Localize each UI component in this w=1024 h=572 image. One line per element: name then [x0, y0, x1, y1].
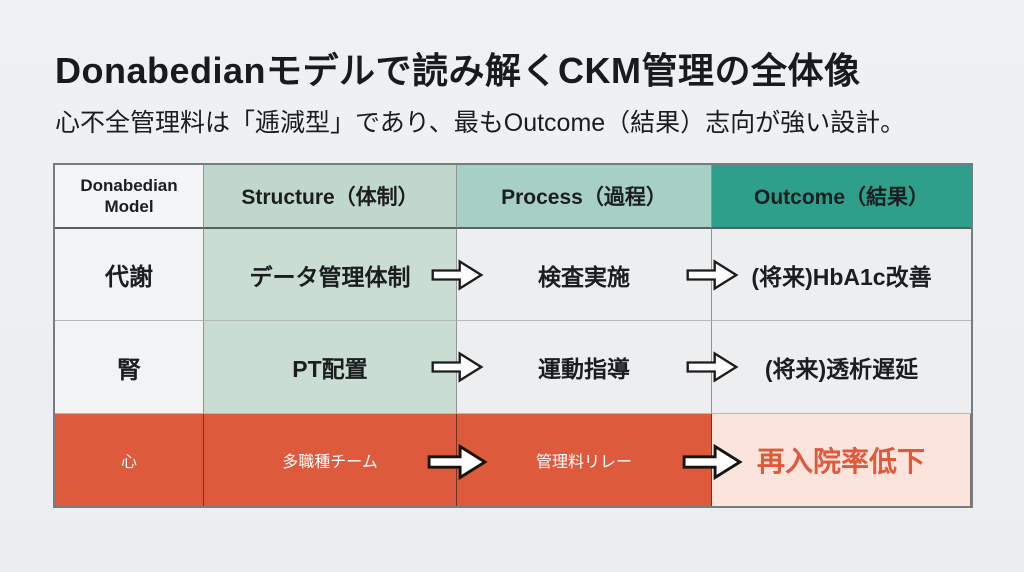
header-process: Process（過程） [457, 165, 712, 229]
row-kidney-outcome: (将来)透析遅延 [712, 321, 971, 414]
header-donabedian-line1: Donabedian [80, 175, 178, 195]
subtitle: 心不全管理料は「逓減型」であり、最もOutcome（結果）志向が強い設計。 [55, 109, 906, 137]
row-metabolism-process: 検査実施 [457, 229, 712, 321]
page-title: Donabedianモデルで読み解くCKM管理の全体像 [55, 50, 861, 91]
row-metabolism-structure: データ管理体制 [204, 229, 457, 321]
row-kidney-structure: PT配置 [204, 321, 457, 414]
row-heart-structure: 多職種チーム [204, 414, 457, 506]
row-kidney-label: 腎 [55, 321, 204, 414]
donabedian-table: Donabedian Model Structure（体制） Process（過… [53, 163, 973, 508]
row-heart-outcome: 再入院率低下 [712, 414, 971, 506]
row-kidney-process: 運動指導 [457, 321, 712, 414]
row-heart-label: 心 [55, 414, 204, 506]
row-heart-process: 管理料リレー [457, 414, 712, 506]
header-structure: Structure（体制） [204, 165, 457, 229]
row-metabolism-outcome: (将来)HbA1c改善 [712, 229, 971, 321]
header-donabedian-model: Donabedian Model [55, 165, 204, 229]
header-donabedian-line2: Model [104, 197, 154, 216]
header-outcome: Outcome（結果） [712, 165, 971, 229]
row-metabolism-label: 代謝 [55, 229, 204, 321]
